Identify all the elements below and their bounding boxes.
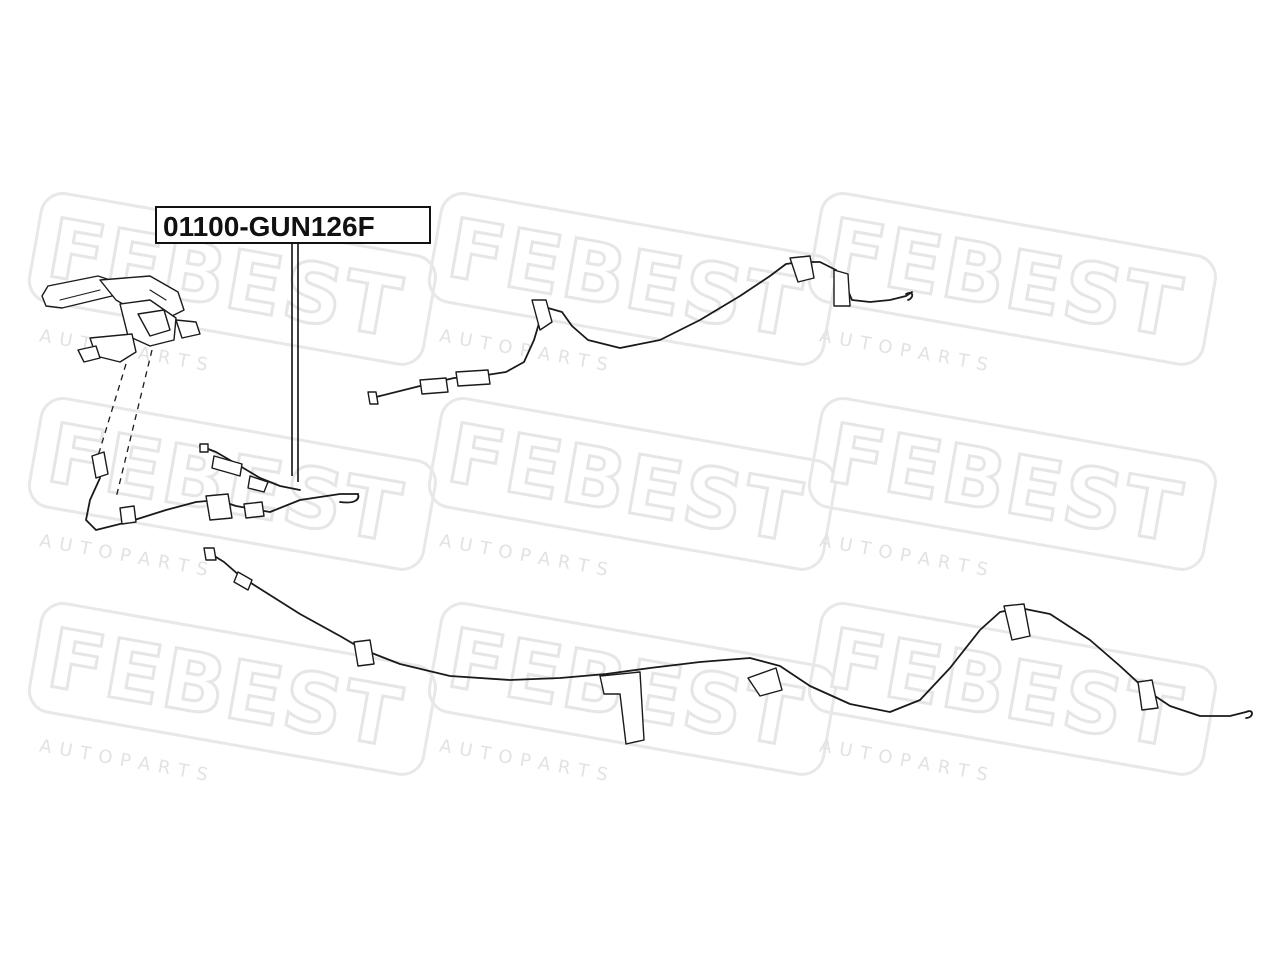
watermark-sub: A U T O P A R T S xyxy=(818,735,991,785)
upper-rear-brake-cable xyxy=(367,255,914,405)
watermark-layer: FEBEST A U T O P A R T S FEBEST A U T O … xyxy=(27,191,1217,786)
watermark-sub: A U T O P A R T S xyxy=(438,325,611,375)
watermark-sub: A U T O P A R T S xyxy=(818,325,991,375)
callout-box xyxy=(155,206,431,244)
watermark-sub: A U T O P A R T S xyxy=(438,530,611,580)
watermark-sub: A U T O P A R T S xyxy=(38,530,211,580)
watermark-tile: FEBEST A U T O P A R T S xyxy=(807,396,1217,581)
watermark-sub: A U T O P A R T S xyxy=(818,530,991,580)
watermark-sub: A U T O P A R T S xyxy=(438,735,611,785)
lower-rear-brake-cable xyxy=(203,547,1253,745)
watermark-tile: FEBEST A U T O P A R T S xyxy=(807,601,1217,786)
watermark-sub: A U T O P A R T S xyxy=(38,735,211,785)
parking-brake-lever xyxy=(41,275,201,363)
part-number-callout: 01100-GUN126F xyxy=(155,206,431,482)
guide-line xyxy=(115,349,153,499)
guide-line xyxy=(97,363,127,457)
part-number-label: 01100-GUN126F xyxy=(163,211,375,242)
front-brake-cable xyxy=(85,443,360,531)
watermark-tile: FEBEST A U T O P A R T S xyxy=(427,396,837,581)
watermark-tile: FEBEST A U T O P A R T S xyxy=(27,601,437,786)
